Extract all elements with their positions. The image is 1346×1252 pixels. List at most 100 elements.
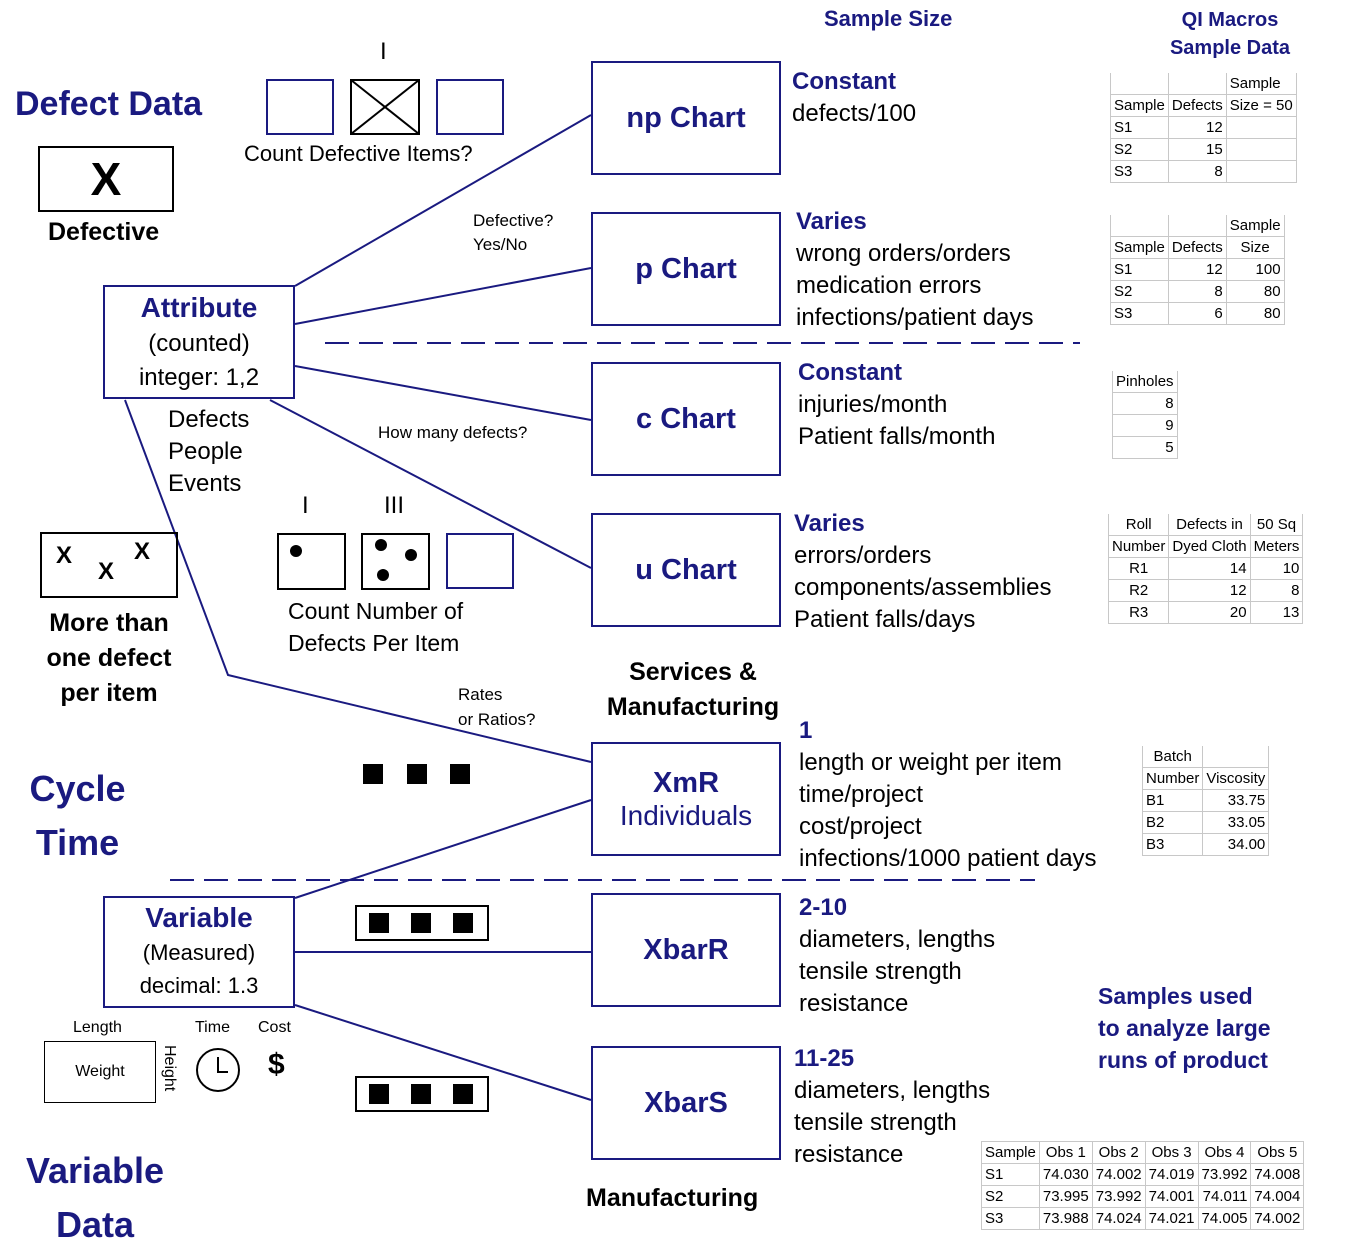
u-description: Varies errors/orders components/assembli… bbox=[794, 508, 1051, 636]
xmr-chart-box: XmR Individuals bbox=[591, 742, 781, 856]
table-header-row: Batch bbox=[1141, 746, 1270, 768]
defective-question-line2: Yes/No bbox=[473, 235, 528, 254]
manufacturing-label: Manufacturing bbox=[586, 1184, 759, 1212]
table-row: S2 73.995 73.992 74.001 74.011 74.004 bbox=[981, 1185, 1305, 1208]
attribute-line2: (counted) bbox=[148, 330, 250, 357]
xmr-line: time/project bbox=[799, 781, 924, 808]
qi-macros-header: QI Macros Sample Data bbox=[1150, 6, 1310, 62]
services-line2: Manufacturing bbox=[606, 693, 780, 721]
table-header-row: Sample Obs 1 Obs 2 Obs 3 Obs 4 Obs 5 bbox=[981, 1141, 1305, 1164]
rates-question: Rates or Ratios? bbox=[458, 682, 535, 732]
three-dot-box bbox=[361, 533, 430, 590]
np-chart-box: np Chart bbox=[591, 61, 781, 175]
table-cell: 12 bbox=[1168, 579, 1251, 602]
samples-note-line3: runs of product bbox=[1098, 1047, 1268, 1073]
table-cell: 15 bbox=[1167, 138, 1227, 161]
services-manufacturing-label: Services & Manufacturing bbox=[590, 655, 796, 725]
xbars-line: resistance bbox=[794, 1141, 904, 1168]
table-cell: 8 bbox=[1167, 280, 1227, 303]
xbars-description: 11-25 diameters, lengths tensile strengt… bbox=[794, 1043, 990, 1171]
individual-marker-1 bbox=[363, 764, 383, 784]
table-header-cell: Number bbox=[1107, 535, 1170, 558]
defective-question: Defective? Yes/No bbox=[473, 209, 553, 257]
xbars-sample-table: Sample Obs 1 Obs 2 Obs 3 Obs 4 Obs 5 S1 … bbox=[981, 1141, 1305, 1230]
qi-macros-line2: Sample Data bbox=[1169, 37, 1291, 59]
c-description: Constant injuries/month Patient falls/mo… bbox=[798, 357, 995, 453]
individual-marker-2 bbox=[407, 764, 427, 784]
subgroup-box-xbars bbox=[355, 1076, 489, 1112]
table-cell: 74.021 bbox=[1144, 1207, 1199, 1230]
xbarr-chart-box: XbarR bbox=[591, 893, 781, 1007]
table-cell: S3 bbox=[981, 1207, 1040, 1230]
table-cell: 6 bbox=[1167, 302, 1227, 325]
table-header-cell: 50 Sq bbox=[1249, 514, 1304, 536]
table-cell: 10 bbox=[1249, 557, 1304, 580]
c-line: Patient falls/month bbox=[798, 423, 996, 450]
defect-data-title: Defect Data bbox=[15, 85, 203, 123]
table-header-cell: Obs 5 bbox=[1250, 1141, 1305, 1164]
table-cell: S2 bbox=[1110, 138, 1169, 161]
multi-x-1: X bbox=[56, 542, 73, 569]
xbars-chart-box: XbarS bbox=[591, 1046, 781, 1160]
table-header-cell: Meters bbox=[1249, 535, 1304, 558]
table-header-row: Sample Defects Size bbox=[1110, 236, 1285, 259]
xbars-heading: 11-25 bbox=[794, 1045, 855, 1072]
table-cell bbox=[1225, 160, 1297, 183]
multi-x-2: X bbox=[98, 558, 115, 585]
variable-box: Variable (Measured) decimal: 1.3 bbox=[103, 896, 295, 1008]
table-cell: S3 bbox=[1110, 302, 1169, 325]
table-header-cell bbox=[1167, 73, 1227, 95]
table-header-cell: Obs 2 bbox=[1091, 1141, 1146, 1164]
c-chart-box: c Chart bbox=[591, 362, 781, 476]
table-header-cell: Sample bbox=[1110, 236, 1169, 259]
table-cell: 100 bbox=[1225, 258, 1285, 281]
attribute-list-people: People bbox=[168, 438, 243, 465]
table-header-cell bbox=[1167, 215, 1227, 237]
table-header-cell: Batch bbox=[1141, 746, 1204, 768]
table-cell: S1 bbox=[1110, 258, 1169, 281]
table-row: 9 bbox=[1112, 414, 1178, 437]
table-cell: S2 bbox=[1110, 280, 1169, 303]
table-cell: 74.002 bbox=[1091, 1163, 1146, 1186]
multi-label-line1: More than bbox=[49, 609, 169, 637]
u-sample-table: Roll Defects in 50 Sq Number Dyed Cloth … bbox=[1107, 514, 1304, 624]
xbars-line: tensile strength bbox=[794, 1109, 957, 1136]
table-header-cell: Obs 4 bbox=[1197, 1141, 1252, 1164]
table-header-cell: Defects in bbox=[1168, 514, 1251, 536]
attribute-list-events: Events bbox=[168, 470, 242, 497]
xmr-line: length or weight per item bbox=[799, 749, 1062, 776]
table-header-cell: Obs 1 bbox=[1038, 1141, 1093, 1164]
variable-line3: decimal: 1.3 bbox=[139, 973, 259, 998]
multi-defect-box: X X X bbox=[40, 532, 178, 598]
samples-note: Samples used to analyze large runs of pr… bbox=[1098, 980, 1271, 1076]
xmr-line: infections/1000 patient days bbox=[799, 845, 1097, 872]
table-cell: B3 bbox=[1141, 833, 1204, 856]
multi-x-3: X bbox=[134, 538, 151, 565]
table-cell: S2 bbox=[981, 1185, 1040, 1208]
defective-x-box: X bbox=[38, 146, 174, 212]
count-defective-tally: I bbox=[380, 38, 387, 65]
defective-label: Defective bbox=[48, 218, 160, 246]
xbarr-heading: 2-10 bbox=[799, 894, 848, 921]
qi-macros-line1: QI Macros bbox=[1181, 9, 1279, 31]
attribute-box: Attribute (counted) integer: 1,2 bbox=[103, 285, 295, 399]
xmr-line: cost/project bbox=[799, 813, 922, 840]
table-cell: S1 bbox=[981, 1163, 1040, 1186]
table-row: 8 bbox=[1112, 392, 1178, 415]
table-cell: 12 bbox=[1167, 116, 1227, 139]
table-header-row: Roll Defects in 50 Sq bbox=[1107, 514, 1304, 536]
table-cell: 12 bbox=[1167, 258, 1227, 281]
table-cell: 74.008 bbox=[1250, 1163, 1305, 1186]
xbarr-description: 2-10 diameters, lengths tensile strength… bbox=[799, 892, 995, 1020]
p-line: infections/patient days bbox=[796, 304, 1034, 331]
p-heading: Varies bbox=[796, 208, 867, 235]
